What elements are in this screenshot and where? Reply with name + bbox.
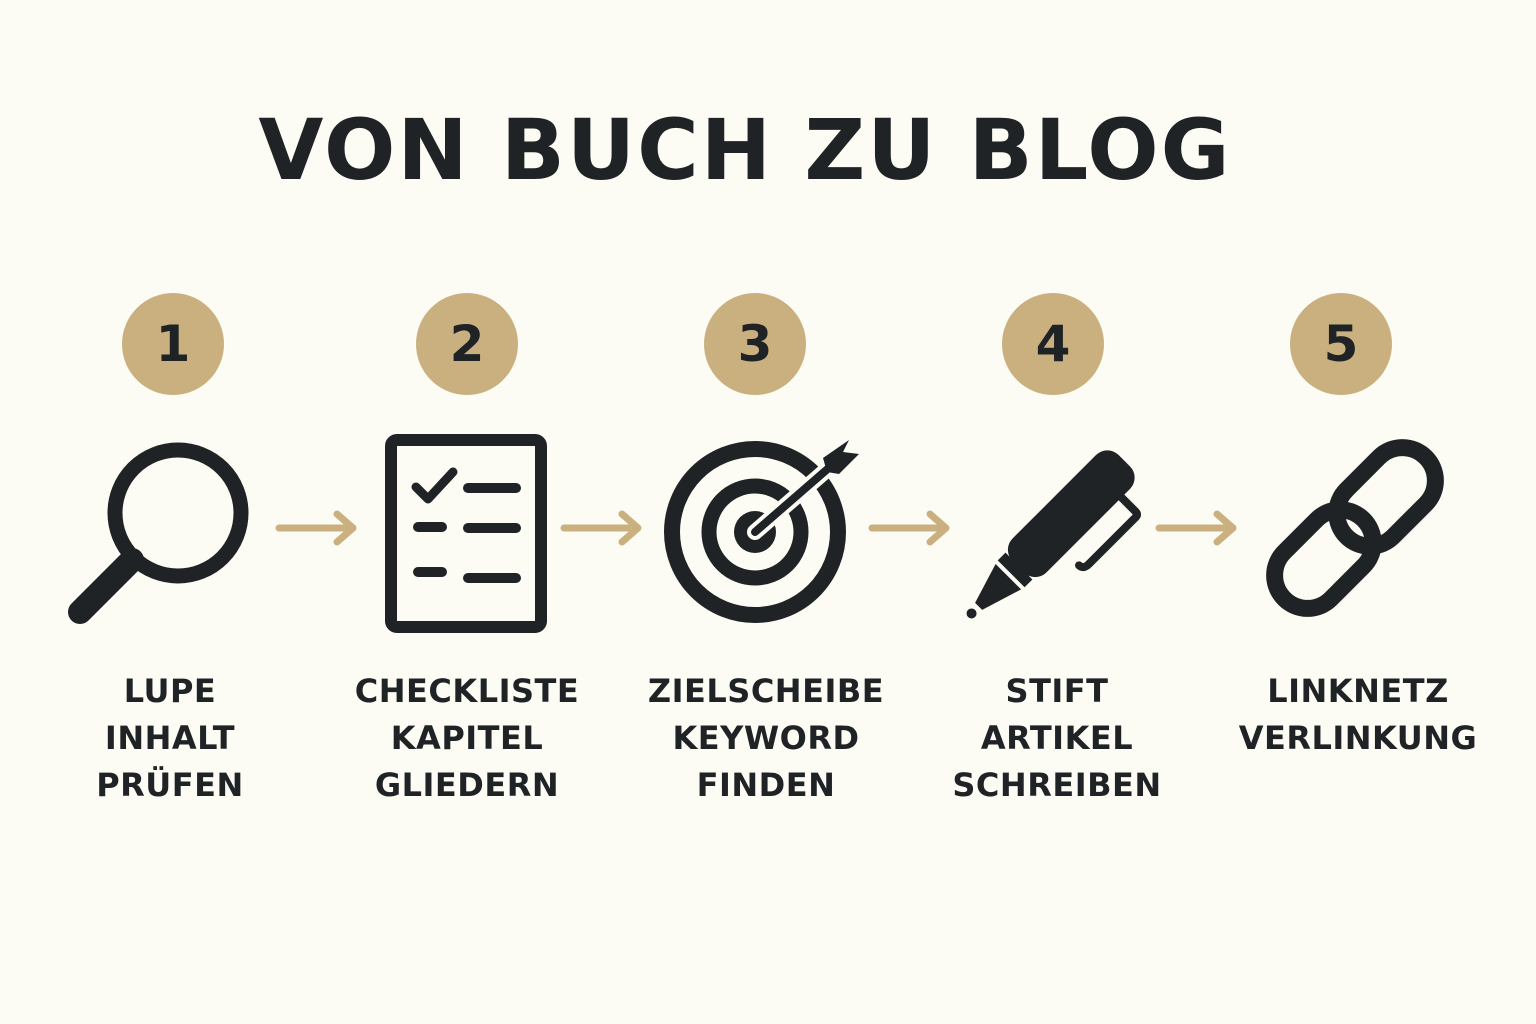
step-1-label-line-2: INHALT (104, 719, 236, 757)
target-icon (664, 440, 859, 623)
step-3-label: ZIELSCHEIBE KEYWORD FINDEN (616, 668, 916, 809)
step-4-label-line-3: SCHREIBEN (952, 766, 1162, 804)
step-4-label-line-1: STIFT (1005, 672, 1109, 710)
step-4-number-badge: 4 (1002, 293, 1104, 395)
step-2-label-line-3: GLIEDERN (374, 766, 560, 804)
arrow-icon-3 (868, 510, 950, 546)
step-2-label-line-1: CHECKLISTE (354, 672, 580, 710)
arrow-icon-2 (560, 510, 642, 546)
arrow-icon-4 (1155, 510, 1237, 546)
step-5-label: LINKNETZ VERLINKUNG (1208, 668, 1508, 762)
page-title: VON BUCH ZU BLOG (258, 101, 1232, 199)
step-3-label-line-3: FINDEN (696, 766, 836, 804)
step-4-label: STIFT ARTIKEL SCHREIBEN (907, 668, 1207, 809)
step-5-label-line-1: LINKNETZ (1267, 672, 1449, 710)
magnifier-icon (68, 442, 249, 624)
step-2-label: CHECKLISTE KAPITEL GLIEDERN (317, 668, 617, 809)
step-1-label-line-3: PRÜFEN (96, 766, 244, 804)
step-2-number-badge: 2 (416, 293, 518, 395)
step-3-label-line-1: ZIELSCHEIBE (647, 672, 885, 710)
checklist-icon (385, 434, 547, 633)
step-5-number-badge: 5 (1290, 293, 1392, 395)
step-1-label-line-1: LUPE (123, 672, 217, 710)
step-4-label-line-2: ARTIKEL (980, 719, 1134, 757)
step-5-label-line-2: VERLINKUNG (1238, 719, 1478, 757)
step-3-label-line-2: KEYWORD (672, 719, 860, 757)
arrow-icon-1 (275, 510, 357, 546)
step-1-number-badge: 1 (122, 293, 224, 395)
step-3-number-badge: 3 (704, 293, 806, 395)
pen-icon (966, 450, 1141, 619)
link-chain-icon (1266, 439, 1444, 617)
step-1-label: LUPE INHALT PRÜFEN (20, 668, 320, 809)
step-2-label-line-2: KAPITEL (390, 719, 544, 757)
